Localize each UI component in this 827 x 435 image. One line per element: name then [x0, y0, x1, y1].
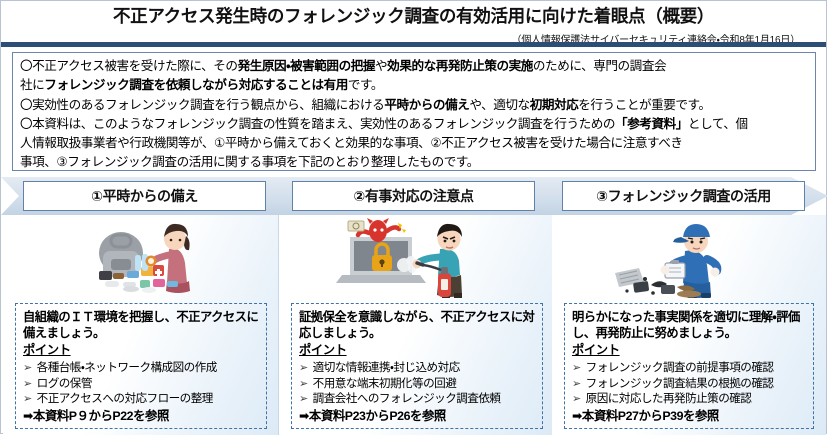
bullet-arrow-icon: ➢ [23, 377, 32, 390]
bullet-arrow-icon: ➢ [299, 362, 308, 375]
summary-line: 社にフォレンジック調査を依頼しながら対応することは有用です。 [20, 78, 384, 93]
column-step-3: 明らかになった事実関係を適切に理解・評価し、再発防止に努めましょう。 ポイント … [552, 215, 826, 435]
list-item: ➢ ログの保管 [23, 376, 260, 392]
list-item-label: 適切な情報連携・封じ込め対応 [312, 361, 461, 375]
bullet-arrow-icon: ➢ [23, 393, 32, 406]
page-title: 不正アクセス発生時のフォレンジック調査の有効活用に向けた着眼点（概要） [112, 6, 715, 26]
card-point-label: ポイント [299, 343, 347, 358]
summary-line: 人情報取扱事業者や行政機関等が、①平時から備えておくと効果的な事項、②不正アクセ… [20, 136, 683, 151]
tab-step-2[interactable]: ②有事対応の注意点 [292, 181, 535, 211]
list-item: ➢ 調査会社へのフォレンジック調査依頼 [299, 391, 536, 407]
card-point-label: ポイント [23, 343, 71, 358]
list-item: ➢ フォレンジック調査結果の根拠の確認 [572, 376, 807, 392]
list-item-label: 原因に対応した再発防止策の確認 [585, 392, 752, 406]
tab-step-3[interactable]: ③フォレンジック調査の活用 [562, 181, 805, 211]
list-item-label: フォレンジック調査の前提事項の確認 [585, 361, 774, 375]
section-banner: ①平時からの備え ②有事対応の注意点 ③フォレンジック調査の活用 [1, 177, 827, 215]
info-card-step-2: 証拠保全を意識しながら、不正アクセスに対応しましょう。 ポイント ➢ 適切な情報… [291, 303, 543, 429]
bullet-arrow-icon: ➢ [299, 377, 308, 390]
card-bullet-list: ➢ 適切な情報連携・封じ込め対応 ➢ 不用意な端末初期化等の回避 ➢ 調査会社へ… [299, 360, 536, 407]
illustration-woman-with-emergency-supplies [3, 215, 278, 301]
list-item-label: ログの保管 [36, 376, 93, 390]
banner-tab-group: ①平時からの備え ②有事対応の注意点 ③フォレンジック調査の活用 [1, 177, 827, 215]
column-divider [278, 215, 279, 435]
card-point-label: ポイント [572, 343, 620, 358]
page-subtitle: （個人情報保護法サイバーセキュリティ連絡会・令和8年1月16日） [511, 34, 801, 46]
bullet-arrow-icon: ➢ [572, 393, 581, 406]
card-reference: ➡本資料P27からP39を参照 [572, 408, 719, 423]
illustration-investigator-examining-debris [552, 215, 826, 301]
bullet-arrow-icon: ➢ [23, 362, 32, 375]
summary-text-box: 〇不正アクセス被害を受けた際に、その発生原因・被害範囲の把握や効果的な再発防止策… [12, 52, 816, 171]
list-item-label: 不正アクセスへの対応フローの整理 [36, 392, 214, 406]
list-item: ➢ 不用意な端末初期化等の回避 [299, 376, 536, 392]
tab-step-1[interactable]: ①平時からの備え [23, 181, 266, 211]
summary-line: 事項、③フォレンジック調査の活用に関する事項を下記のとおり整理したものです。 [20, 155, 479, 170]
column-step-1: 自組織のＩＴ環境を把握し、不正アクセスに備えましょう。 ポイント ➢ 各種台帳・… [3, 215, 278, 435]
card-heading: 明らかになった事実関係を適切に理解・評価し、再発防止に努めましょう。 [572, 310, 800, 341]
card-bullet-list: ➢ フォレンジック調査の前提事項の確認 ➢ フォレンジック調査結果の根拠の確認 … [572, 360, 807, 407]
card-heading: 自組織のＩＴ環境を把握し、不正アクセスに備えましょう。 [23, 310, 259, 341]
list-item: ➢ フォレンジック調査の前提事項の確認 [572, 360, 807, 376]
bullet-arrow-icon: ➢ [572, 362, 581, 375]
info-card-step-3: 明らかになった事実関係を適切に理解・評価し、再発防止に努めましょう。 ポイント … [564, 303, 814, 429]
list-item-label: 各種台帳・ネットワーク構成図の作成 [36, 361, 218, 375]
page-header: 不正アクセス発生時のフォレンジック調査の有効活用に向けた着眼点（概要） （個人情… [1, 1, 826, 46]
summary-line: 〇不正アクセス被害を受けた際に、その発生原因・被害範囲の把握や効果的な再発防止策… [20, 59, 667, 73]
header-divider [1, 42, 826, 47]
list-item: ➢ 原因に対応した再発防止策の確認 [572, 391, 807, 407]
list-item-label: 調査会社へのフォレンジック調査依頼 [312, 392, 501, 406]
summary-line: 〇実効性のあるフォレンジック調査を行う観点から、組織における平時からの備えや、適… [20, 97, 711, 112]
card-bullet-list: ➢ 各種台帳・ネットワーク構成図の作成 ➢ ログの保管 ➢ 不正アクセスへの対応… [23, 360, 260, 407]
content-columns: 自組織のＩＴ環境を把握し、不正アクセスに備えましょう。 ポイント ➢ 各種台帳・… [1, 215, 827, 435]
card-reference: ➡本資料P23からP26を参照 [299, 408, 446, 423]
list-item: ➢ 各種台帳・ネットワーク構成図の作成 [23, 360, 260, 376]
list-item-label: 不用意な端末初期化等の回避 [312, 376, 457, 390]
list-item: ➢ 適切な情報連携・封じ込め対応 [299, 360, 536, 376]
card-heading: 証拠保全を意識しながら、不正アクセスに対応しましょう。 [299, 310, 535, 341]
list-item-label: フォレンジック調査結果の根拠の確認 [585, 376, 774, 390]
column-step-2: 証拠保全を意識しながら、不正アクセスに対応しましょう。 ポイント ➢ 適切な情報… [279, 215, 554, 435]
bullet-arrow-icon: ➢ [572, 377, 581, 390]
info-card-step-1: 自組織のＩＴ環境を把握し、不正アクセスに備えましょう。 ポイント ➢ 各種台帳・… [15, 303, 267, 429]
list-item: ➢ 不正アクセスへの対応フローの整理 [23, 391, 260, 407]
card-reference: ➡本資料P９からP22を参照 [23, 408, 169, 423]
bullet-arrow-icon: ➢ [299, 393, 308, 406]
illustration-man-extinguishing-ransomware-laptop [279, 215, 554, 301]
summary-line: 〇本資料は、このようなフォレンジック調査の性質を踏まえ、実効性のあるフォレンジッ… [20, 116, 748, 131]
